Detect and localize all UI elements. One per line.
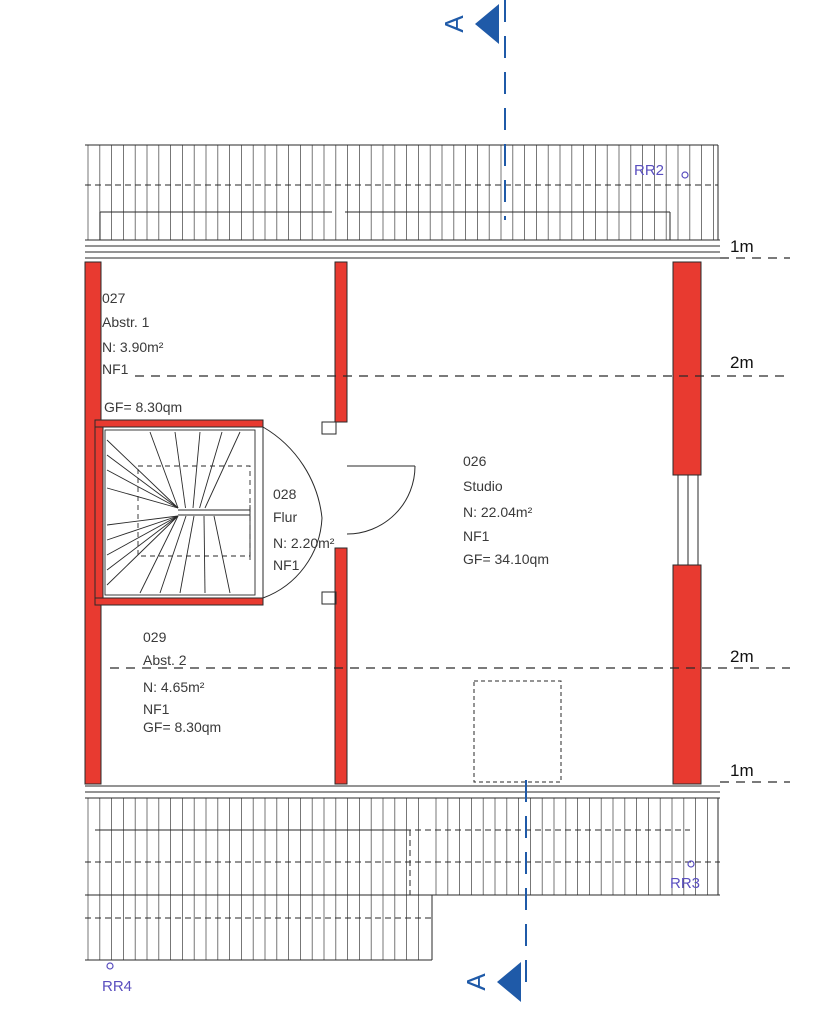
wall-mid [334,261,348,423]
stair-tread [199,431,223,509]
wall-right-upper [672,261,702,476]
wall-right-lower [672,564,702,785]
height-label-top-2m: 2m [730,353,754,372]
room-027-area: N: 3.90m² [102,339,164,355]
room-027-name: Abstr. 1 [102,314,150,330]
room-028-use: NF1 [273,557,300,573]
wall-stair-top [94,419,264,428]
room-026-gf: GF= 34.10qm [463,551,549,567]
stair-tread [106,515,179,541]
stair-tread [106,487,179,509]
marker-rr2-dot-icon [681,171,689,179]
stair-tread [106,454,179,509]
stair-tread [213,515,231,594]
wall-mid-lower [334,547,348,785]
room-027-use: NF1 [102,361,129,377]
room-026-number: 026 [463,453,487,469]
room-027: 027 Abstr. 1 N: 3.90m² NF1 GF= 8.30qm [102,290,182,415]
stair-tread [106,515,179,571]
marker-rr2: RR2 [634,162,664,179]
height-label-bottom-2m: 2m [730,647,754,666]
stair-tread [139,515,179,594]
room-029-area: N: 4.65m² [143,679,205,695]
marker-rr3: RR3 [670,875,700,892]
height-lines [110,257,790,783]
section-arrow-top-icon [475,4,499,44]
stair-tread [106,515,179,526]
wall-stair-bottom [94,597,264,606]
marker-rr3-dot-icon [687,860,695,868]
window-right [677,474,699,566]
room-027-gf: GF= 8.30qm [104,399,182,415]
stair-tread [174,431,186,509]
marker-rr4-dot-icon [106,962,114,970]
room-028: 028 Flur N: 2.20m² NF1 [273,486,335,573]
height-label-top-1m: 1m [730,237,754,256]
roof-tiles-bottom [87,798,708,960]
room-029-gf: GF= 8.30qm [143,719,221,735]
room-028-area: N: 2.20m² [273,535,335,551]
wall-left-inner [94,424,104,606]
room-026-use: NF1 [463,528,490,544]
section-line-a [504,0,527,990]
walls [84,261,702,785]
stair-tread [106,515,179,556]
room-029: 029 Abst. 2 N: 4.65m² NF1 GF= 8.30qm [143,629,221,735]
room-026-name: Studio [463,478,503,494]
room-029-use: NF1 [143,701,170,717]
room-028-name: Flur [273,509,297,525]
section-label-bottom: A [461,973,491,991]
door-jambs [262,421,337,605]
room-026: 026 Studio N: 22.04m² NF1 GF= 34.10qm [463,453,549,567]
stair-tread [106,439,179,509]
stair-tread [106,469,179,509]
roof-outline [85,144,720,961]
room-029-name: Abst. 2 [143,652,187,668]
room-027-number: 027 [102,290,126,306]
stair-tread [159,515,187,594]
door-swings [262,426,416,599]
stair-tread [179,515,195,594]
stair-tread [149,431,179,509]
roof-tiles-top [87,145,714,240]
stair-tread [204,431,241,509]
height-label-bottom-1m: 1m [730,761,754,780]
section-arrow-bottom-icon [497,962,521,1002]
section-label-top: A [439,15,469,33]
room-029-number: 029 [143,629,167,645]
room-026-area: N: 22.04m² [463,504,533,520]
stair-tread [192,431,201,509]
skylight [473,680,562,783]
stair-tread [203,515,206,594]
staircase [104,429,256,596]
marker-rr4: RR4 [102,978,132,995]
room-028-number: 028 [273,486,297,502]
stair-tread [106,515,179,586]
